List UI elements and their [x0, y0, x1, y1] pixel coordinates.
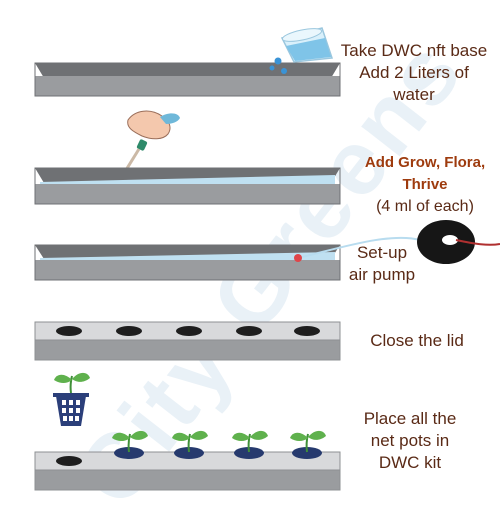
step-2-text: Add Grow, Flora, Thrive (4 ml of each): [350, 152, 500, 218]
air-pump-icon: [417, 220, 500, 264]
tray-with-air-stone: [34, 236, 421, 281]
step-5-text: Place all the net pots in DWC kit: [345, 408, 475, 474]
water-glass-icon: [269, 27, 334, 74]
step-2-line-2: Thrive: [402, 176, 448, 193]
step-1-line-2: Add 2 Liters of: [359, 63, 469, 82]
step-3-text: Set-up air pump: [337, 242, 427, 286]
diagram-illustration: [34, 27, 500, 491]
step-2-sub: (4 ml of each): [376, 198, 474, 215]
tray-empty: [34, 62, 341, 97]
dropper-hand-icon: [122, 110, 180, 183]
step-5-line-1: Place all the: [363, 409, 457, 428]
tray-with-lid: [34, 321, 341, 361]
net-pot-icon: [53, 372, 90, 426]
step-3-line-2: air pump: [348, 265, 416, 284]
step-1-line-1: Take DWC nft base: [340, 41, 488, 60]
tray-with-water: [34, 167, 341, 205]
step-4-line-1: Close the lid: [370, 331, 464, 350]
tray-with-plants: [34, 451, 341, 491]
step-5-line-2: net pots in: [370, 431, 450, 450]
step-2-line-1: Add Grow, Flora,: [364, 154, 486, 171]
step-1-text: Take DWC nft base Add 2 Liters of water: [335, 40, 493, 106]
step-4-text: Close the lid: [352, 330, 482, 352]
step-5-line-3: DWC kit: [378, 453, 442, 472]
step-1-line-3: water: [393, 85, 435, 104]
plant-row: [112, 430, 326, 459]
dwc-setup-diagram: City Greens: [34, 20, 500, 524]
step-3-line-1: Set-up: [356, 243, 408, 262]
